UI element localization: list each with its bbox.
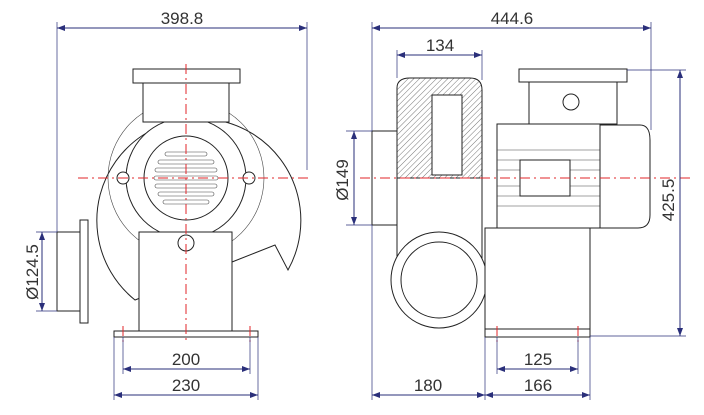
dim-housing-width: 134	[426, 36, 454, 55]
dim-overall-length: 444.6	[491, 9, 534, 28]
dim-overall-width: 398.8	[161, 9, 204, 28]
inlet-flange	[79, 219, 89, 324]
front-view	[56, 64, 312, 342]
dim-side-base-hole-spacing: 125	[524, 350, 552, 369]
outlet-opening	[400, 241, 478, 319]
base-plate	[484, 328, 591, 338]
pedestal	[484, 227, 591, 330]
impeller-section	[431, 94, 463, 176]
dim-base-hole-spacing: 200	[172, 350, 200, 369]
motor-fins	[497, 149, 600, 207]
fan-cover	[599, 124, 651, 229]
inlet-pipe	[56, 231, 82, 312]
front-dimensions	[36, 22, 308, 400]
dim-base-width: 230	[172, 376, 200, 395]
side-view	[360, 68, 690, 342]
dim-base-length: 166	[524, 376, 552, 395]
dim-outlet-diameter: Ø124.5	[23, 244, 42, 300]
side-dimensions	[346, 22, 686, 400]
dim-inlet-diameter: Ø149	[333, 159, 352, 201]
cable-gland	[562, 93, 580, 111]
dim-overall-height: 425.5	[659, 179, 678, 222]
terminal-box-lid	[518, 68, 628, 83]
dim-inlet-to-base: 180	[414, 376, 442, 395]
